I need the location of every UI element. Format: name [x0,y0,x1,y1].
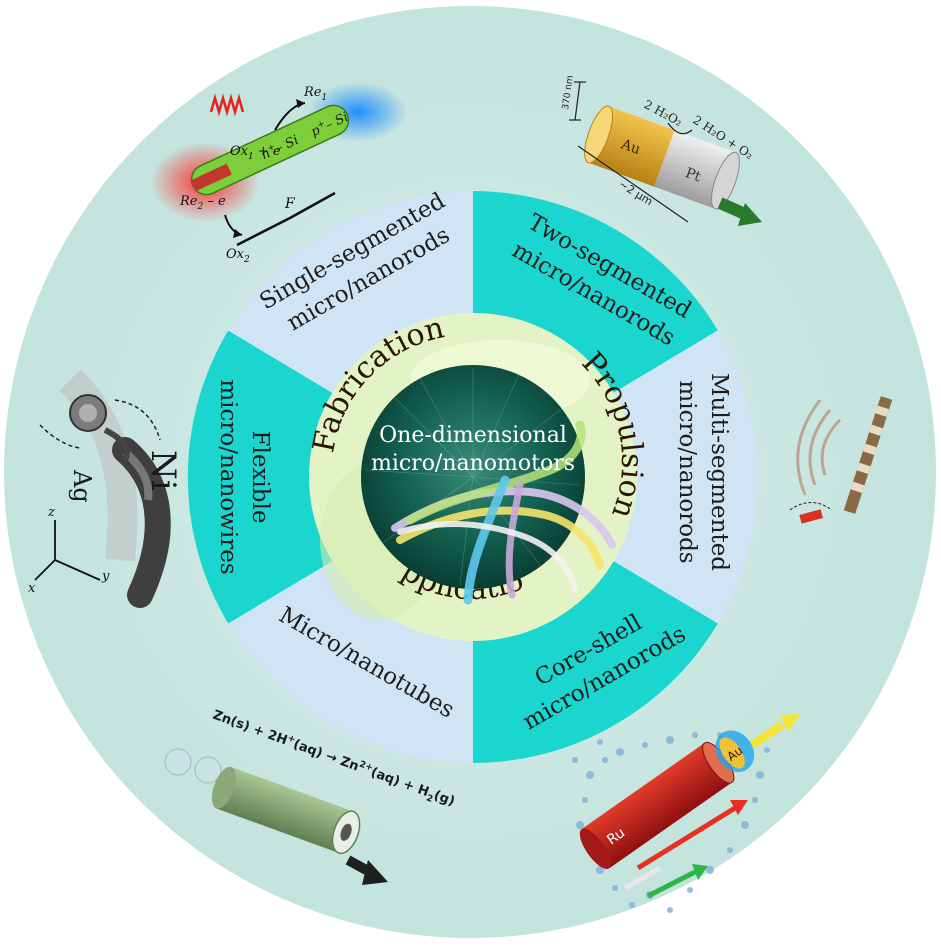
magnet-icon [799,509,823,524]
re2-label: Re2 – e [179,194,226,212]
nanowire-strands [391,420,616,605]
segment-multi-label-1: Multi-segmented [706,373,732,571]
center-title-line-1: One-dimensional [379,423,567,448]
acoustic-wave-icon [796,399,842,496]
zn-tube [216,767,354,853]
force-label: F [284,196,296,212]
segment-multi-label-2: micro/nanorods [674,380,700,563]
illustration-flexible: Ni Ag x z y [28,369,183,608]
force-arrow [289,191,336,220]
bubbles-core [572,732,770,913]
segment-flexible-label-1: Flexible [247,431,273,524]
ox1-label: Ox1 + e [230,144,281,162]
rod-core [190,163,232,192]
direction-arrow-head [738,203,762,226]
ru-core [581,743,733,869]
pt-cap [711,151,740,210]
re1-label: Re1 [303,85,327,103]
ni-label: Ni [143,450,183,491]
au-cap [584,105,614,164]
segment-flexible-label-2: micro/nanowires [215,379,241,574]
ox2-arrow-head [233,229,242,238]
axis-x: x [28,581,36,596]
axis-z: z [47,505,55,520]
core-rays [364,368,581,586]
rotation-arrow [114,399,161,441]
illustration-multi-segmented [789,396,893,524]
re1-arrow-head [296,99,305,108]
axis-y: y [101,569,110,584]
illustration-single-segmented: n+– Si p+– Si Ox1 + e Re1 Re2 – e Ox2 F [150,82,408,265]
red-arrow [636,805,737,871]
force-line [236,216,291,247]
center-title-line-2: micro/nanomotors [371,451,575,476]
au-label: Au [618,136,642,158]
illustration-core-shell: Ru Au [572,714,800,913]
size-bar [574,81,581,121]
yellow-arrow [749,721,785,749]
direction-arrow-icon [717,197,748,220]
size-label: 370 nm [561,75,576,111]
bubble-icon [164,748,192,776]
bubble-icon-2 [194,756,222,784]
green-arrow [646,869,697,899]
axes-icon [34,520,101,581]
pt-label: Pt [683,165,703,185]
length-bar [577,145,689,223]
ox2-label: Ox2 [226,247,250,265]
ag-label: Ag [68,469,96,503]
light-wave-icon [209,93,245,117]
reaction-arrow [667,122,693,135]
